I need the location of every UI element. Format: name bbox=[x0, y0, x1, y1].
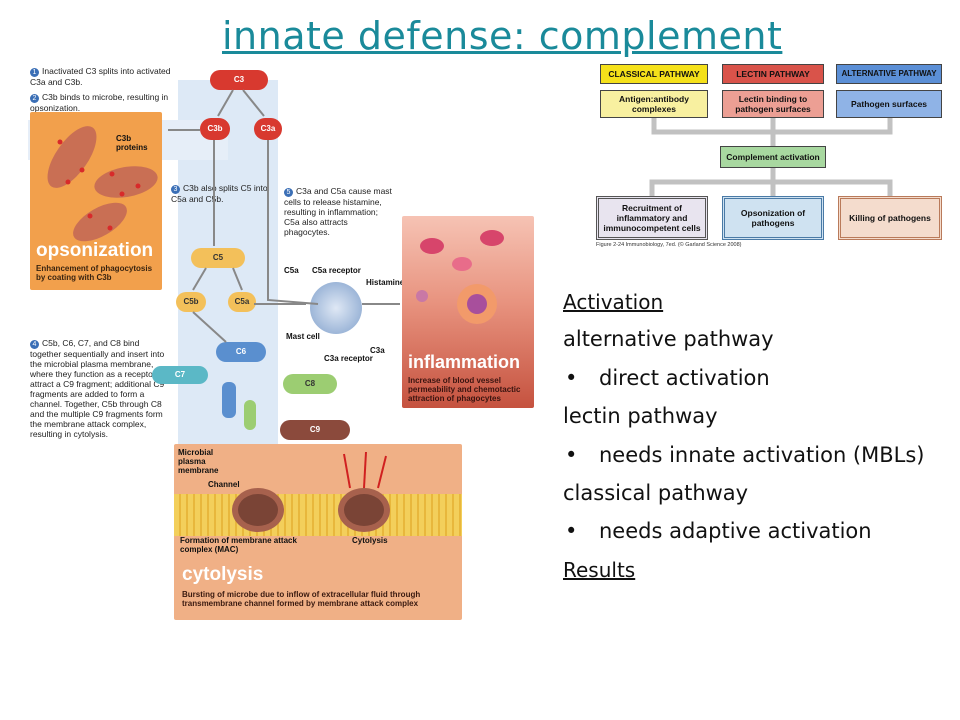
c6-protein: C6 bbox=[216, 342, 266, 362]
line-direct-activation: direct activation bbox=[563, 366, 770, 390]
line-innate-activation: needs innate activation (MBLs) bbox=[563, 443, 924, 467]
c8-stalk bbox=[244, 400, 256, 430]
microbe-illustration bbox=[47, 126, 158, 242]
figure-caption: Figure 2-24 Immunobiology, 7ed. (© Garla… bbox=[596, 242, 742, 248]
c3b-protein: C3b bbox=[200, 118, 230, 140]
fluid-influx-arrows bbox=[343, 451, 387, 489]
cytolysis-title: cytolysis bbox=[182, 564, 264, 585]
c9-protein: C9 bbox=[280, 420, 350, 440]
mac-formation-label: Formation of membrane attack complex (MA… bbox=[180, 536, 297, 554]
classical-pathway-header: CLASSICAL PATHWAY bbox=[600, 64, 708, 84]
c3a-small-label: C3a bbox=[370, 346, 385, 355]
cytolysis-description: Bursting of microbe due to inflow of ext… bbox=[182, 590, 421, 608]
outcome-recruitment: Recruitment of inflammatory and immunoco… bbox=[596, 196, 708, 240]
histamine-label: Histamine bbox=[366, 278, 405, 287]
step-2-number: 2 bbox=[30, 94, 39, 103]
inflammation-illustration bbox=[416, 230, 504, 324]
inflammation-panel: inflammation Increase of blood vessel pe… bbox=[402, 216, 534, 408]
step-1-number: 1 bbox=[30, 68, 39, 77]
alternative-pathway-header: ALTERNATIVE PATHWAY bbox=[836, 64, 942, 84]
c8-protein: C8 bbox=[283, 374, 337, 394]
membrane-band bbox=[174, 494, 462, 536]
alternative-trigger: Pathogen surfaces bbox=[836, 90, 942, 118]
line-lectin-pathway: lectin pathway bbox=[563, 404, 718, 428]
mast-cell bbox=[310, 282, 362, 334]
line-alternative-pathway: alternative pathway bbox=[563, 327, 774, 351]
microbial-membrane-label: Microbial plasma membrane bbox=[178, 448, 219, 475]
mac-channel-2 bbox=[338, 488, 390, 532]
pathway-connectors bbox=[649, 118, 893, 196]
mast-cell-label: Mast cell bbox=[286, 332, 320, 341]
slide-title[interactable]: innate defense: complement bbox=[222, 14, 783, 58]
lectin-pathway-header: LECTIN PATHWAY bbox=[722, 64, 824, 84]
outcome-opsonization: Opsonization of pathogens bbox=[722, 196, 824, 240]
step-4-number: 4 bbox=[30, 340, 39, 349]
c5a-receptor-label: C5a receptor bbox=[312, 266, 361, 275]
inflammation-description: Increase of blood vessel permeability an… bbox=[408, 376, 521, 403]
c3a-protein: C3a bbox=[254, 118, 282, 140]
outcome-killing: Killing of pathogens bbox=[838, 196, 942, 240]
c3-protein: C3 bbox=[210, 70, 268, 90]
opsonization-title: opsonization bbox=[36, 240, 154, 261]
opsonization-description: Enhancement of phagocytosis by coating w… bbox=[36, 264, 153, 282]
line-classical-pathway: classical pathway bbox=[563, 481, 749, 505]
complement-pathways-figure: CLASSICAL PATHWAY LECTIN PATHWAY ALTERNA… bbox=[590, 60, 948, 250]
c3a-receptor-label: C3a receptor bbox=[324, 354, 373, 363]
c6-c7-c8-stalks bbox=[222, 382, 236, 418]
c5b-protein: C5b bbox=[176, 292, 206, 312]
activation-link[interactable]: Activation bbox=[563, 290, 664, 314]
c5a-small-label: C5a bbox=[284, 266, 299, 275]
opsonization-panel: C3b proteins opsonization Enhancement of… bbox=[30, 112, 162, 290]
c5a-protein: C5a bbox=[228, 292, 256, 312]
line-adaptive-activation: needs adaptive activation bbox=[563, 519, 872, 543]
inflammation-title: inflammation bbox=[408, 352, 521, 372]
cytolysis-panel: Microbial plasma membrane Channel Format… bbox=[174, 444, 462, 620]
step-5-number: 5 bbox=[284, 188, 293, 197]
channel-label: Channel bbox=[208, 480, 240, 489]
classical-trigger: Antigen:antibody complexes bbox=[600, 90, 708, 118]
c7-protein: C7 bbox=[152, 366, 208, 384]
mac-channel-1 bbox=[232, 488, 284, 532]
complement-activation-box: Complement activation bbox=[720, 146, 826, 168]
c5-protein: C5 bbox=[191, 248, 245, 268]
c3b-proteins-label: C3b proteins bbox=[116, 134, 148, 152]
cytolysis-small-label: Cytolysis bbox=[352, 536, 388, 545]
lectin-trigger: Lectin binding to pathogen surfaces bbox=[722, 90, 824, 118]
results-link[interactable]: Results bbox=[563, 558, 636, 582]
step-3-number: 3 bbox=[171, 185, 180, 194]
